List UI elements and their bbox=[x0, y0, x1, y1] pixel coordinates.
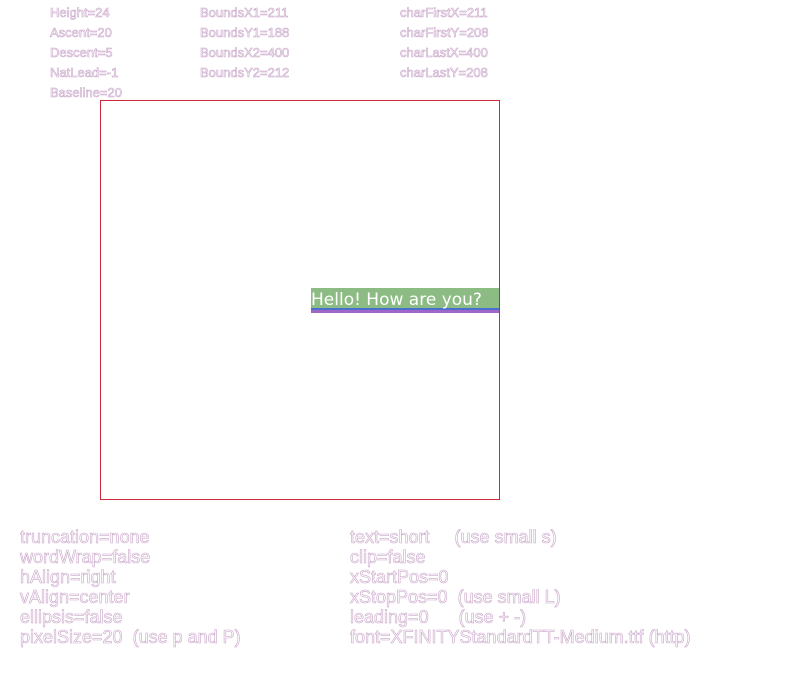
baseline-metric: Baseline=20 bbox=[50, 85, 123, 101]
option-ellipsis: ellipsis=false bbox=[20, 607, 123, 628]
char-last-y-metric: charLastY=208 bbox=[400, 65, 488, 81]
option-pixelsize: pixelSize=20 (use p and P) bbox=[20, 627, 241, 648]
option-wordwrap: wordWrap=false bbox=[20, 547, 151, 568]
option-font: font=XFINITYStandardTT-Medium.ttf (http) bbox=[350, 627, 691, 648]
sample-text: Hello! How are you? bbox=[311, 290, 482, 310]
descent-metric: Descent=5 bbox=[50, 45, 113, 61]
option-truncation: truncation=none bbox=[20, 527, 150, 548]
bounds-y2-metric: BoundsY2=212 bbox=[200, 65, 290, 81]
bounds-y1-metric: BoundsY1=188 bbox=[200, 25, 290, 41]
bounds-x1-metric: BoundsX1=211 bbox=[200, 5, 289, 21]
natlead-metric: NatLead=-1 bbox=[50, 65, 119, 81]
option-halign: hAlign=right bbox=[20, 567, 116, 588]
option-xstoppos: xStopPos=0 (use small L) bbox=[350, 587, 561, 608]
option-leading: leading=0 (use + -) bbox=[350, 607, 527, 628]
render-frame bbox=[100, 100, 500, 500]
option-clip: clip=false bbox=[350, 547, 426, 568]
bounds-x2-metric: BoundsX2=400 bbox=[200, 45, 290, 61]
height-metric: Height=24 bbox=[50, 5, 110, 21]
option-valign: vAlign=center bbox=[20, 587, 130, 608]
char-last-x-metric: charLastX=400 bbox=[400, 45, 488, 61]
option-xstartpos: xStartPos=0 bbox=[350, 567, 449, 588]
option-text: text=short (use small s) bbox=[350, 527, 557, 548]
char-first-x-metric: charFirstX=211 bbox=[400, 5, 488, 21]
ascent-metric: Ascent=20 bbox=[50, 25, 112, 41]
descent-line bbox=[311, 310, 499, 313]
baseline-line bbox=[311, 308, 499, 310]
char-first-y-metric: charFirstY=208 bbox=[400, 25, 489, 41]
